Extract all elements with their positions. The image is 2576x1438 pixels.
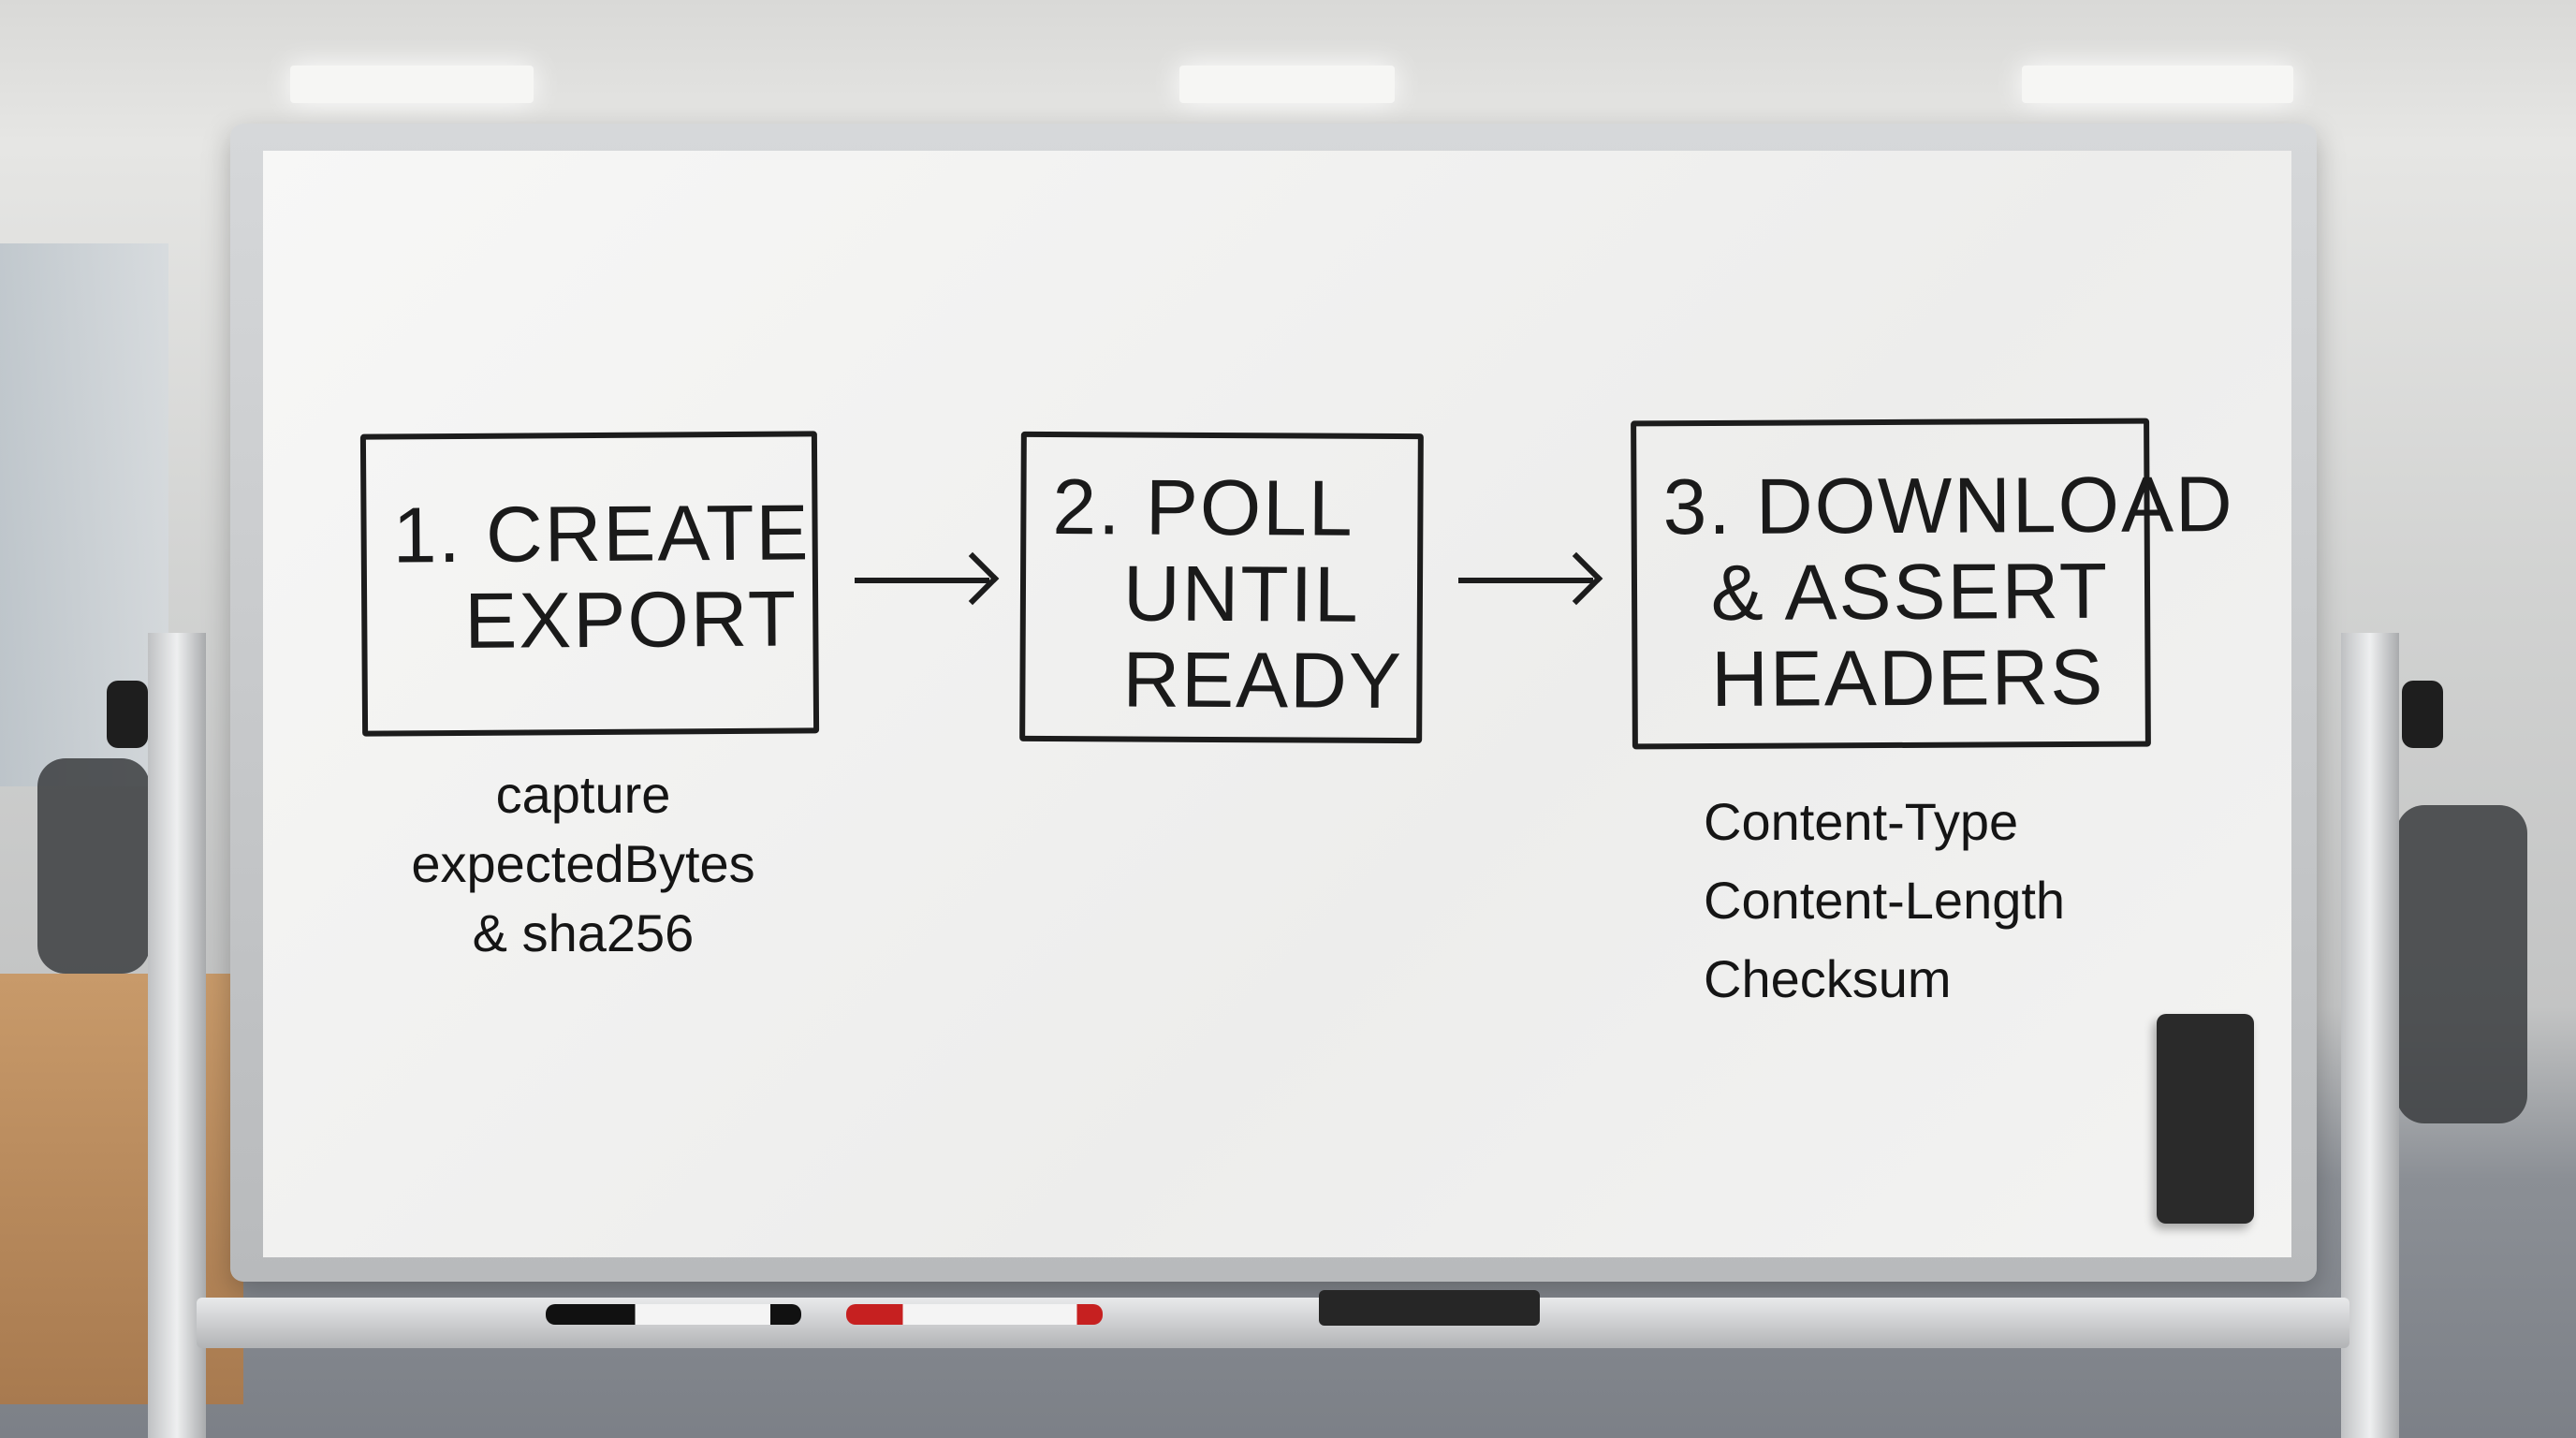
step-box-create-export: 1. CREATE EXPORT [359, 431, 820, 737]
note-step3: Content-Type Content-Length Checksum [1704, 783, 2065, 1019]
note-line: capture [495, 765, 671, 824]
note-step1: capture expectedBytes & sha256 [411, 760, 754, 968]
step-box-poll-until-ready: 2. POLL UNTIL READY [1019, 431, 1424, 744]
arrow-icon [855, 578, 989, 583]
step-box-download-assert-headers: 3. DOWNLOAD & ASSERT HEADERS [1631, 418, 2234, 750]
ceiling-light [2022, 66, 2293, 103]
pivot-knob-left[interactable] [107, 681, 148, 748]
eraser[interactable] [2157, 1014, 2254, 1224]
stand-leg-right [2341, 633, 2399, 1438]
note-line: expectedBytes [411, 834, 755, 893]
red-marker[interactable] [846, 1304, 1103, 1325]
black-marker[interactable] [546, 1304, 801, 1325]
stand-leg-left [148, 633, 206, 1438]
pivot-knob-right[interactable] [2402, 681, 2443, 748]
note-line: & sha256 [472, 903, 695, 962]
step-label: 2. POLL UNTIL READY [1051, 462, 1404, 726]
note-line: Checksum [1704, 949, 1952, 1008]
office-chair [2396, 805, 2527, 1123]
whiteboard-surface [263, 151, 2291, 1257]
step-label: 1. CREATE EXPORT [392, 488, 811, 666]
marker-tray [197, 1298, 2349, 1348]
ceiling-light [1179, 66, 1395, 103]
ceiling-light [290, 66, 534, 103]
note-line: Content-Length [1704, 871, 2066, 930]
step-label: 3. DOWNLOAD & ASSERT HEADERS [1662, 460, 2234, 724]
note-line: Content-Type [1704, 792, 2019, 851]
arrow-icon [1458, 578, 1593, 583]
office-chair [37, 758, 150, 974]
tray-eraser[interactable] [1319, 1290, 1540, 1326]
